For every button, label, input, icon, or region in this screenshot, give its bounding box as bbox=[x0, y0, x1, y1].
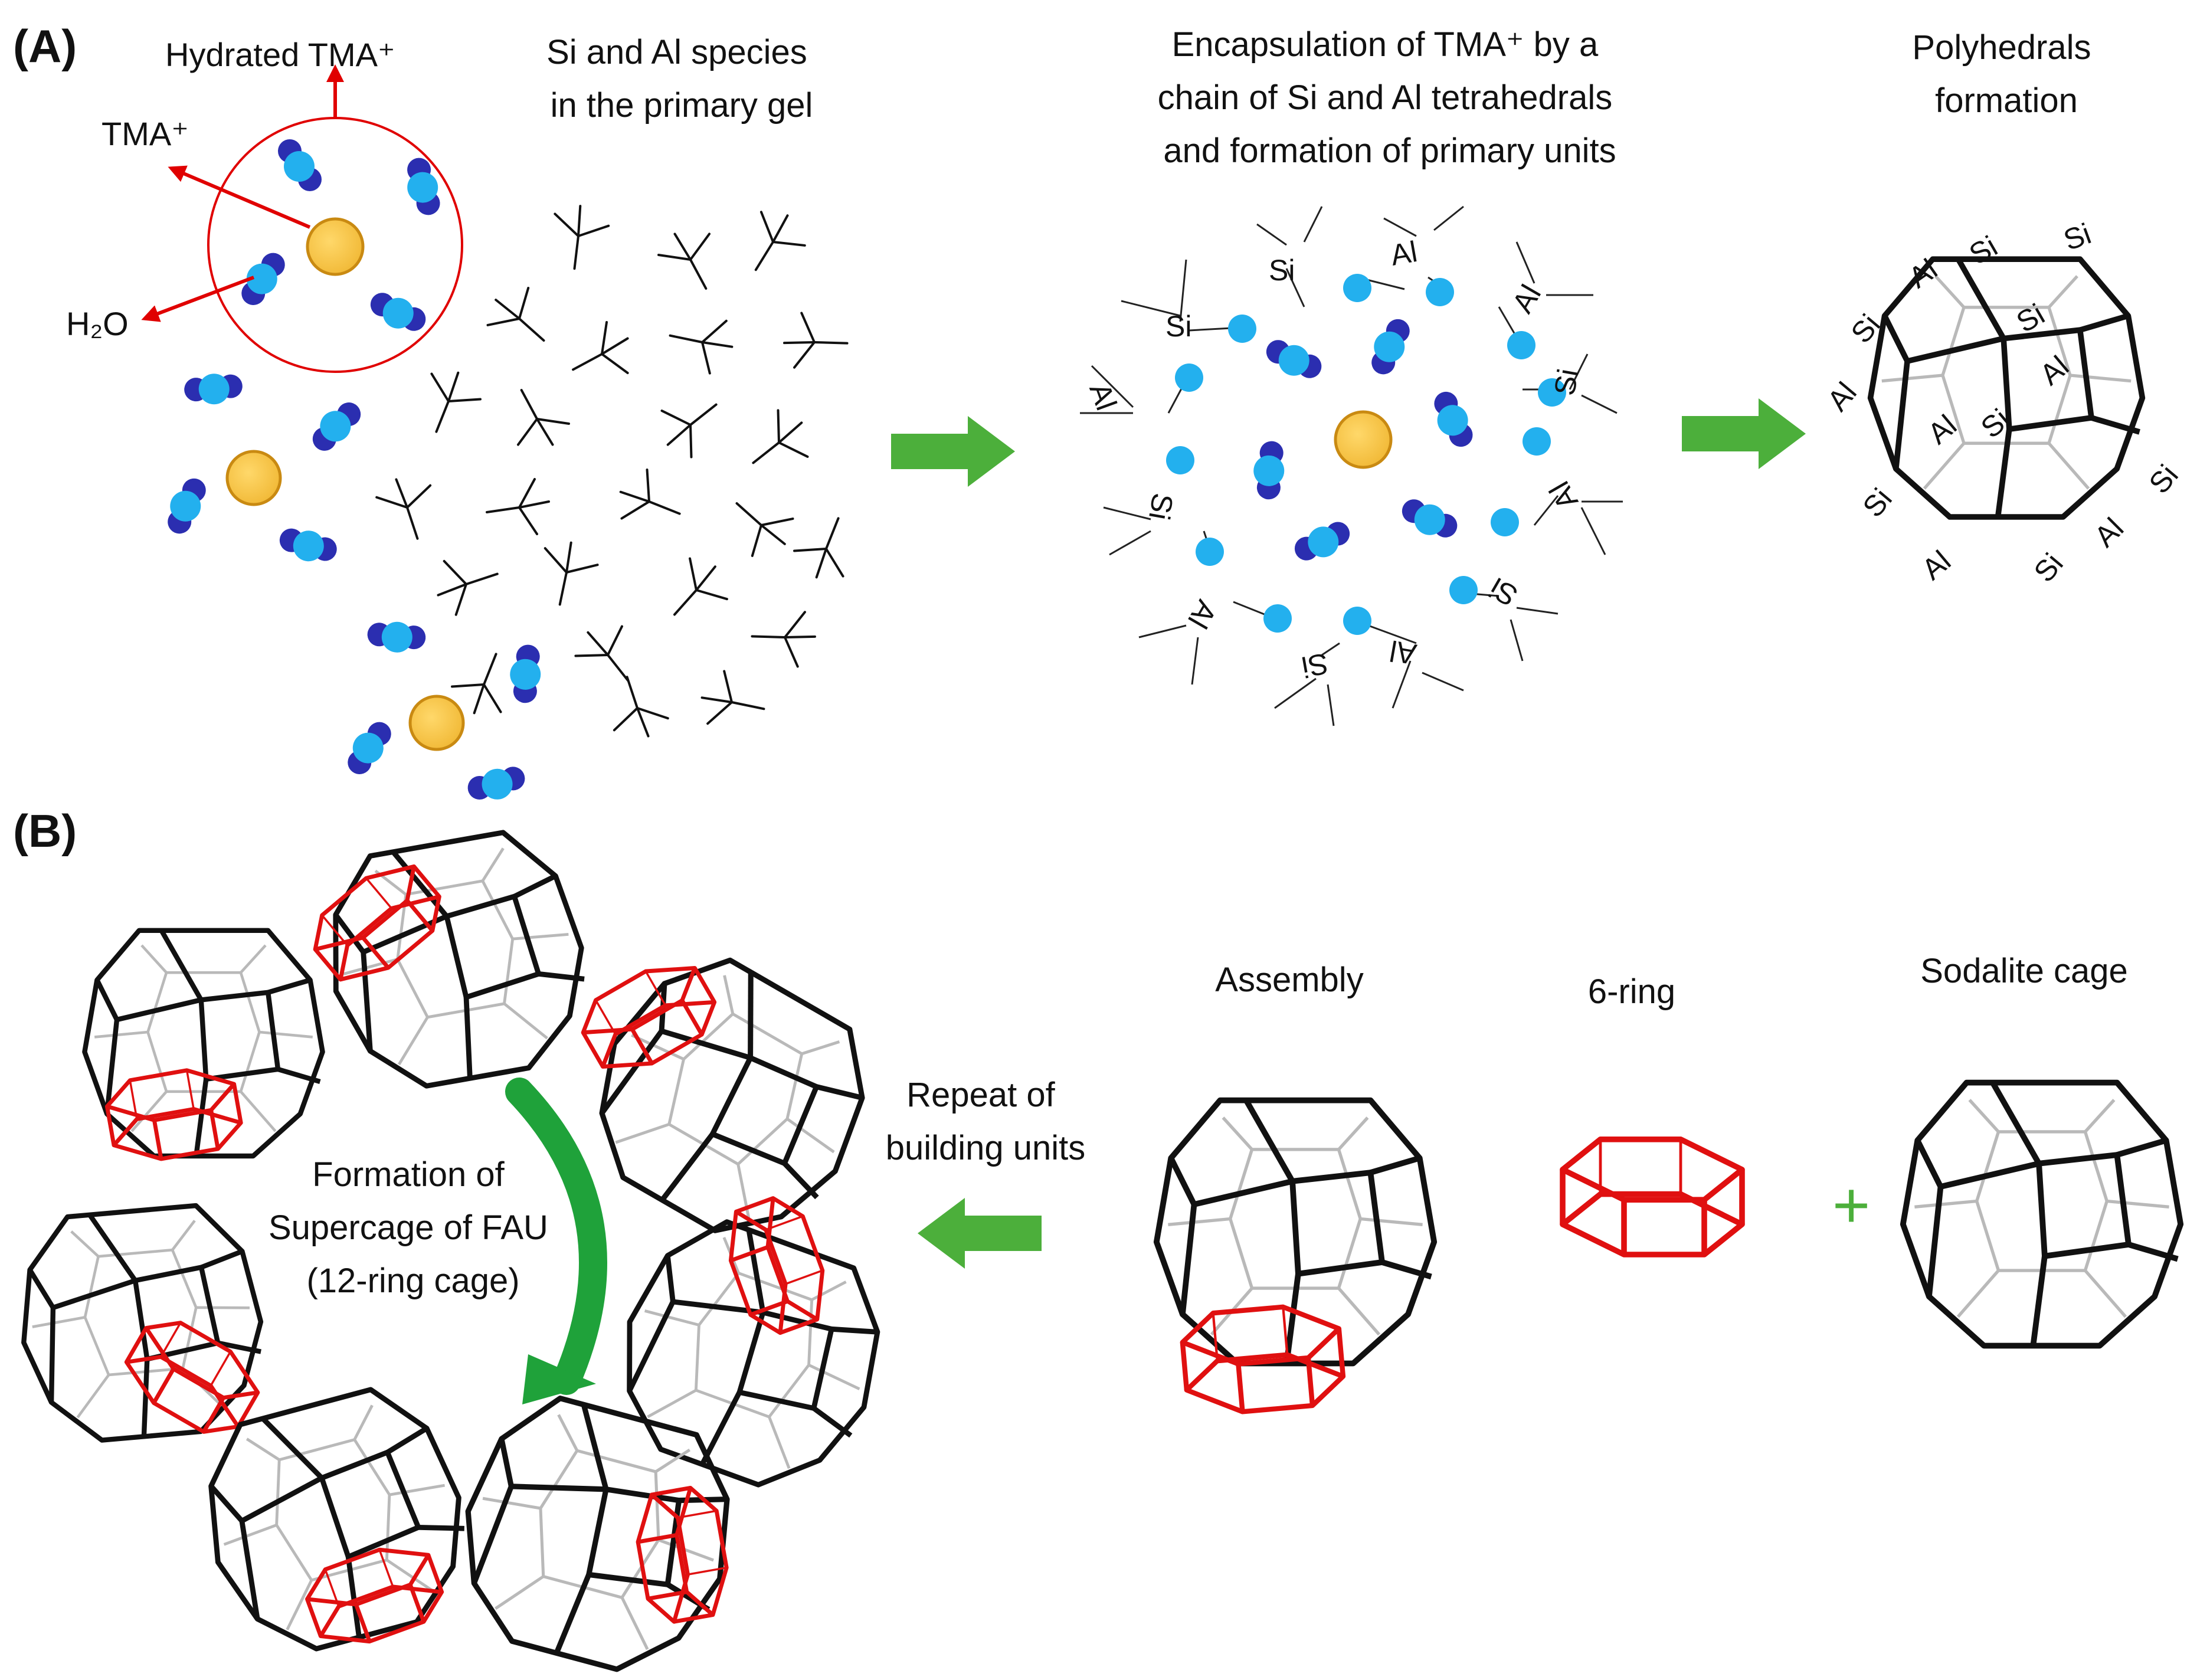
sodalite-cage bbox=[13, 1201, 270, 1446]
six-ring-label: 6-ring bbox=[1588, 972, 1675, 1011]
assembly-six-ring bbox=[1180, 1302, 1345, 1416]
svg-text:Al: Al bbox=[1543, 476, 1584, 515]
water-molecule bbox=[1236, 436, 1304, 505]
svg-text:Al: Al bbox=[1506, 279, 1548, 319]
water-molecule bbox=[278, 139, 322, 191]
tma-ion bbox=[225, 450, 282, 506]
water-molecule bbox=[1397, 484, 1462, 552]
step-arrow bbox=[891, 416, 1015, 487]
polyhedron bbox=[1871, 259, 2143, 517]
repeat-caption: Repeat of building units bbox=[886, 1076, 1086, 1167]
water-molecule bbox=[153, 474, 221, 538]
water-molecule bbox=[1262, 325, 1326, 393]
sodalite-cage bbox=[314, 823, 601, 1099]
h2o-label: H₂O bbox=[66, 305, 129, 342]
tma-label: TMA⁺ bbox=[102, 115, 189, 152]
water-molecule bbox=[179, 356, 247, 420]
water-molecule bbox=[231, 250, 296, 309]
six-ring-prism bbox=[300, 1535, 449, 1657]
plus-sign: + bbox=[1832, 1169, 1870, 1242]
hydrated-tma-label: Hydrated TMA⁺ bbox=[165, 36, 395, 73]
svg-text:Si: Si bbox=[2060, 217, 2096, 257]
tma-arrow bbox=[168, 165, 311, 229]
water-molecule bbox=[1427, 389, 1480, 449]
supercage-caption: Formation of Supercage of FAU (12-ring c… bbox=[269, 1155, 558, 1300]
svg-text:Al: Al bbox=[1388, 235, 1420, 272]
step-arrow bbox=[1682, 398, 1806, 469]
hydrated-tma-cluster bbox=[141, 64, 463, 373]
si-al-species-field bbox=[373, 199, 869, 744]
six-ring-prism bbox=[630, 1484, 734, 1626]
sodalite-cage bbox=[592, 1203, 908, 1510]
svg-text:Al: Al bbox=[1916, 544, 1957, 586]
sodalite-cage bbox=[559, 931, 901, 1268]
six-ring-prism bbox=[1563, 1139, 1742, 1255]
polyhedron-with-atoms: Si Si Al Si Si Al Al Al Si Si Si Al Al S… bbox=[1821, 217, 2185, 589]
panel-a-label: (A) bbox=[13, 20, 77, 72]
gel-ions bbox=[153, 356, 560, 813]
encapsulation-caption: Encapsulation of TMA⁺ by a chain of Si a… bbox=[1158, 25, 1622, 170]
tma-ion bbox=[306, 217, 365, 276]
sodalite-cage bbox=[438, 1383, 754, 1680]
si-al-species-caption: Si and Al species in the primary gel bbox=[546, 33, 817, 125]
svg-text:Si: Si bbox=[1299, 647, 1331, 684]
svg-text:Si: Si bbox=[1964, 230, 2003, 271]
water-molecule bbox=[307, 400, 366, 453]
primary-unit: Al Si Si Al Si Al Si Al Si Al Si Al bbox=[1080, 205, 1623, 726]
water-molecule bbox=[274, 510, 342, 579]
assembly-cage bbox=[1157, 1101, 1434, 1364]
svg-text:Si: Si bbox=[1165, 310, 1191, 343]
svg-text:Al: Al bbox=[1181, 595, 1223, 634]
polyhedrals-caption: Polyhedrals formation bbox=[1912, 28, 2100, 120]
water-molecule bbox=[1292, 515, 1352, 568]
svg-text:Si: Si bbox=[1857, 482, 1898, 523]
svg-text:Si: Si bbox=[1269, 254, 1295, 287]
supercage-arrow-head bbox=[522, 1354, 596, 1404]
tma-ion bbox=[1334, 410, 1393, 469]
svg-text:Al: Al bbox=[1083, 379, 1123, 415]
h2o-arrow bbox=[141, 276, 255, 322]
water-molecule bbox=[1357, 315, 1425, 379]
fau-supercage-ring bbox=[13, 823, 907, 1680]
svg-text:Al: Al bbox=[2088, 512, 2130, 554]
water-molecule bbox=[362, 602, 431, 670]
sodalite-label: Sodalite cage bbox=[1920, 952, 2127, 990]
svg-text:Si: Si bbox=[1142, 491, 1180, 523]
svg-text:Al: Al bbox=[1387, 634, 1419, 671]
svg-text:Al: Al bbox=[2034, 349, 2075, 391]
water-molecule bbox=[366, 278, 430, 346]
supercage-formation-arrow bbox=[505, 1078, 607, 1395]
repeat-arrow bbox=[918, 1198, 1042, 1269]
water-molecule bbox=[493, 640, 560, 708]
water-molecule bbox=[394, 155, 453, 219]
svg-text:Si: Si bbox=[1484, 571, 1523, 613]
assembly-label: Assembly bbox=[1215, 961, 1363, 999]
svg-text:Al: Al bbox=[1821, 376, 1863, 417]
sodalite-cage bbox=[84, 931, 322, 1156]
sodalite-cage bbox=[1903, 1083, 2180, 1346]
svg-text:Si: Si bbox=[2028, 547, 2070, 588]
water-molecule bbox=[464, 754, 529, 813]
tma-ion bbox=[408, 695, 465, 751]
sodalite-cage bbox=[185, 1375, 487, 1668]
svg-text:Al: Al bbox=[1921, 408, 1963, 450]
svg-text:Si: Si bbox=[2143, 459, 2185, 500]
water-molecule bbox=[338, 719, 402, 778]
panel-b-label: (B) bbox=[13, 805, 77, 857]
svg-text:Si: Si bbox=[1548, 366, 1585, 398]
